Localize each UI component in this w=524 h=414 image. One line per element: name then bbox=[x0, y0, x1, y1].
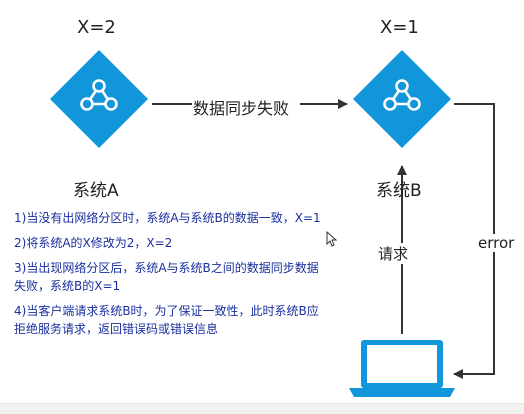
node-b-icon bbox=[353, 50, 451, 148]
bottom-scroll-strip bbox=[0, 403, 524, 414]
node-b-x-value: X=1 bbox=[380, 17, 419, 38]
request-label: 请求 bbox=[376, 243, 411, 264]
sync-failed-label: 数据同步失败 bbox=[193, 99, 290, 118]
note-line-3: 3)当出现网络分区后，系统A与系统B之间的数据同步数据 bbox=[14, 261, 319, 275]
note-line-5: 4)当客户端请求系统B时，为了保证一致性，此时系统B应 bbox=[14, 304, 319, 318]
error-label: error bbox=[476, 234, 517, 252]
node-a-x-value: X=2 bbox=[77, 17, 116, 38]
mouse-cursor-icon bbox=[326, 230, 338, 247]
node-b-name: 系统B bbox=[376, 181, 422, 201]
node-a-name: 系统A bbox=[73, 181, 119, 201]
note-line-2: 2)将系统A的X修改为2，X=2 bbox=[14, 236, 173, 250]
note-line-4: 失败，系统B的X=1 bbox=[14, 279, 121, 293]
note-line-6: 拒绝服务请求，返回错误码或错误信息 bbox=[14, 322, 219, 336]
node-a-icon bbox=[50, 50, 148, 148]
laptop-icon bbox=[349, 340, 455, 397]
note-line-1: 1)当没有出网络分区时，系统A与系统B的数据一致，X=1 bbox=[14, 211, 321, 225]
